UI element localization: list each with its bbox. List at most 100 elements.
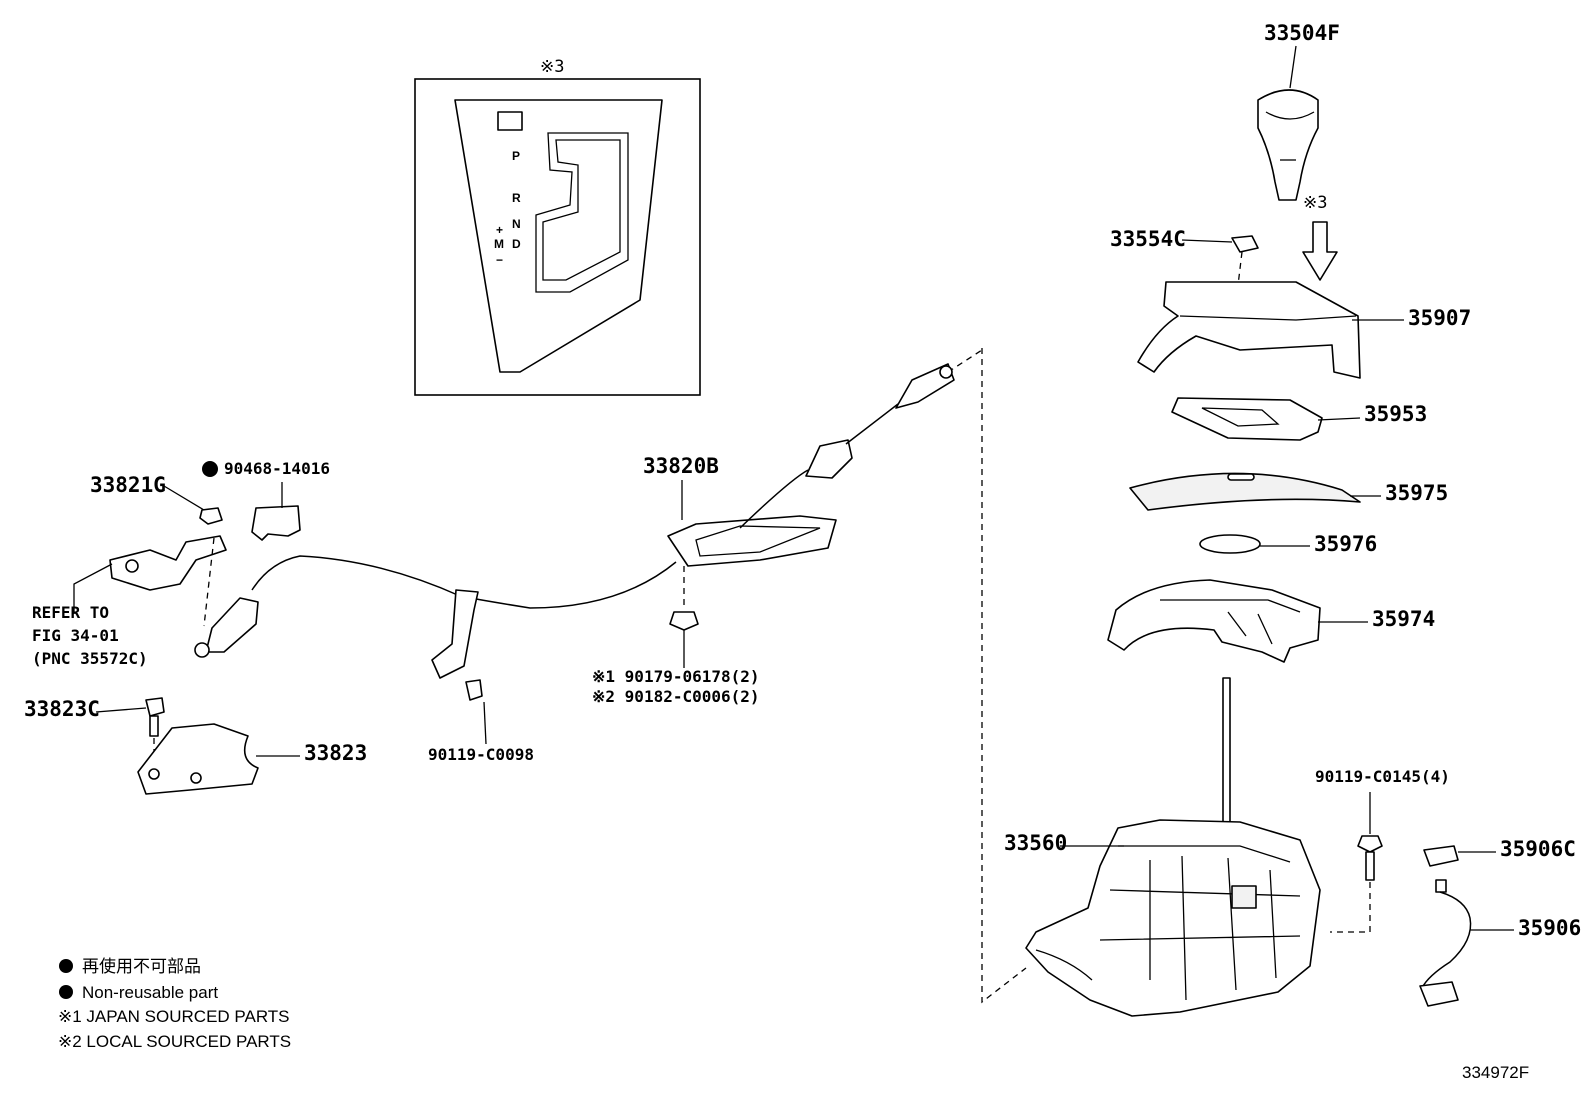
gate-letter-r: R — [512, 191, 521, 205]
gate-letter-m: M — [494, 237, 504, 251]
housing-body — [1107, 579, 1321, 663]
lever-arm — [73, 535, 227, 627]
bracket-hole-2 — [190, 772, 202, 784]
inset-ref-label: ※3 — [540, 57, 564, 77]
callout-90182: ※2 90182-C0006(2) — [592, 687, 760, 706]
housing-edge — [1160, 599, 1301, 613]
bolt-shank — [1365, 851, 1375, 881]
inset-frame — [414, 78, 701, 396]
slide-cover-35975: 35975 — [1129, 472, 1448, 511]
callout-90119-C0098: 90119-C0098 — [428, 745, 534, 764]
gate-letter-p: P — [512, 149, 520, 163]
slide-cover-body — [1129, 472, 1361, 511]
callout-35907: 35907 — [1408, 306, 1471, 330]
clip-90468-14016: 90468-14016 — [202, 459, 330, 541]
shift-lever-rod — [1222, 677, 1231, 839]
shift-gate-inset: ※3 P R N D M + − — [414, 57, 701, 396]
bolt-install-line — [1330, 882, 1371, 933]
bezel-body — [1137, 281, 1361, 379]
callout-90179: ※1 90179-06178(2) — [592, 667, 760, 686]
callout-33504F: 33504F — [1264, 21, 1340, 45]
cable-upper-segment — [739, 469, 809, 529]
legend-dot-jp-icon — [59, 959, 73, 973]
lever-install-line — [203, 537, 215, 627]
plate-body — [1171, 397, 1323, 441]
bolt-90119-C0098: 90119-C0098 — [428, 679, 534, 764]
diagram-id: 334972F — [1462, 1063, 1529, 1082]
callout-35975: 35975 — [1385, 481, 1448, 505]
legend: 再使用不可部品 Non-reusable part ※1 JAPAN SOURC… — [58, 956, 291, 1051]
clip-33554C: 33554C — [1110, 227, 1259, 303]
bracket-33823: 33823 — [137, 723, 367, 795]
leader-90119-C0098 — [483, 701, 487, 745]
wire-terminal — [1435, 879, 1447, 893]
control-cable-33820B: 33820B — [194, 363, 955, 679]
clip-body — [1231, 235, 1259, 253]
cable-seal — [805, 439, 853, 479]
plate-35976: 35976 — [1199, 532, 1377, 556]
callout-33820B: 33820B — [643, 454, 719, 478]
bolt-90119-C0145: 90119-C0145(4) — [1315, 767, 1450, 933]
install-arrow-icon — [1302, 221, 1338, 281]
shift-lever-assembly-33560: 33560 — [1004, 677, 1321, 1017]
callout-90119-C0145: 90119-C0145(4) — [1315, 767, 1450, 786]
nut-33821G-body — [199, 507, 223, 525]
callout-35976: 35976 — [1314, 532, 1377, 556]
callout-33554C: 33554C — [1110, 227, 1186, 251]
gate-slot-inner — [542, 139, 621, 281]
lever-arm-body — [109, 535, 227, 591]
bolt-c0098-body — [465, 679, 483, 701]
leader-33554C — [1181, 239, 1233, 243]
bolt-head — [1357, 835, 1383, 853]
nut-90179-90182: ※1 90179-06178(2) ※2 90182-C0006(2) — [592, 566, 760, 706]
shift-base-body — [1025, 819, 1321, 1017]
legend-jp-nonreusable: 再使用不可部品 — [82, 956, 201, 976]
cable-to-base-install-line — [981, 348, 1027, 1004]
legend-nonreusable: Non-reusable part — [82, 983, 218, 1002]
refer-note-line-3: (PNC 35572C) — [32, 649, 148, 668]
wire-harness — [1421, 891, 1472, 989]
callout-33821G: 33821G — [90, 473, 166, 497]
callout-33560: 33560 — [1004, 831, 1067, 855]
refer-note-line-2: FIG 34-01 — [32, 626, 119, 645]
cable-end-fitting — [205, 597, 259, 653]
callout-33823C: 33823C — [24, 697, 100, 721]
leader-refer — [73, 563, 113, 614]
leader-33504F — [1289, 45, 1297, 89]
clip-90468-body — [251, 505, 301, 541]
wire-connector — [1419, 981, 1459, 1007]
plate-opening — [1201, 407, 1280, 427]
callout-35974: 35974 — [1372, 607, 1435, 631]
knob-detail — [1265, 111, 1315, 120]
clamp-body — [1423, 845, 1459, 867]
legend-dot-icon — [59, 985, 73, 999]
housing-ribs — [1227, 611, 1273, 645]
knob-ref-label: ※3 — [1303, 193, 1327, 213]
legend-japan-sourced: ※1 JAPAN SOURCED PARTS — [58, 1007, 290, 1026]
gate-letter-d: D — [512, 237, 521, 251]
wire-35906: 35906 — [1419, 879, 1581, 1007]
gate-letter-plus: + — [496, 223, 503, 237]
leader-33823C — [95, 707, 147, 713]
refer-note-line-1: REFER TO — [32, 603, 109, 622]
callout-35906C: 35906C — [1500, 837, 1576, 861]
cable-end-install-line — [947, 349, 983, 373]
cable-grommet-plate — [667, 515, 837, 567]
nut-33821G: 33821G — [90, 473, 223, 525]
shift-base-edge — [1035, 949, 1093, 981]
housing-35974: 35974 — [1107, 579, 1435, 663]
shift-base-sensor — [1231, 885, 1257, 909]
callout-33823: 33823 — [304, 741, 367, 765]
knob-body — [1257, 89, 1319, 201]
leader-33821G — [163, 485, 205, 511]
plate-35976-body — [1199, 534, 1261, 554]
clamp-35906C: 35906C — [1423, 837, 1576, 867]
cable-pin — [194, 642, 210, 658]
legend-local-sourced: ※2 LOCAL SOURCED PARTS — [58, 1032, 291, 1051]
callout-90468-14016: 90468-14016 — [224, 459, 330, 478]
bracket-body — [137, 723, 259, 795]
bezel-35907: 35907 — [1137, 281, 1471, 379]
leader-35953 — [1317, 417, 1361, 421]
clip-install-line — [1235, 251, 1243, 303]
